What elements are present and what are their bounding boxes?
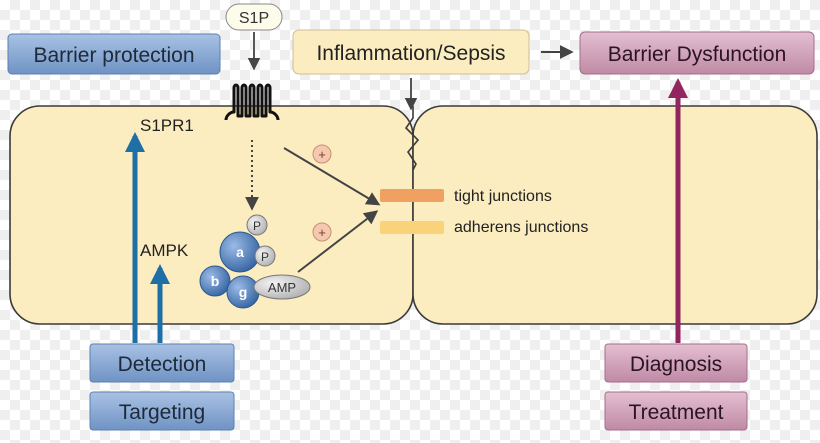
phospho-label-top: P (253, 219, 261, 233)
ampk-label: AMPK (140, 241, 189, 260)
phospho-label-bottom: P (261, 250, 269, 264)
membrane-break (404, 106, 420, 171)
detection-box (89, 343, 235, 383)
right-cell (412, 105, 818, 325)
s1pr1-label: S1PR1 (140, 116, 194, 135)
adherens-junction-bar (380, 221, 444, 234)
s1pr1-receptor-icon (224, 83, 280, 121)
ampk-subunit-b (199, 265, 231, 297)
plus-sign-bottom: + (318, 225, 326, 240)
targeting-box (89, 391, 235, 431)
adherens-junctions-label: adherens junctions (454, 219, 588, 236)
phospho-circle-top (246, 214, 268, 236)
barrier-protection-box (7, 33, 221, 75)
detection-label: Detection (118, 353, 207, 376)
s1p-label: S1P (239, 10, 269, 27)
ampk-to-junction-arrow (297, 210, 379, 273)
amp-ellipse (253, 274, 311, 300)
barrier-dysfunction-box (579, 31, 815, 75)
diagnosis-box (604, 343, 748, 383)
barrier-protection-label: Barrier protection (33, 44, 194, 67)
treatment-label: Treatment (629, 401, 724, 424)
amp-label: AMP (268, 280, 296, 295)
tight-junction-bar (380, 189, 444, 202)
subunit-b-label: b (211, 273, 220, 289)
receptor-to-junction-arrow (283, 147, 381, 206)
diagnosis-label: Diagnosis (630, 353, 722, 376)
targeting-label: Targeting (119, 401, 205, 424)
inflammation-sepsis-box (292, 29, 530, 75)
subunit-g-label: g (239, 284, 248, 300)
plus-circle-top (312, 144, 332, 164)
treatment-box (604, 391, 748, 431)
subunit-a-label: a (236, 244, 244, 260)
inflammation-sepsis-label: Inflammation/Sepsis (316, 42, 505, 65)
phospho-circle-bottom (254, 245, 276, 267)
s1p-pill (225, 3, 283, 31)
plus-sign-top: + (318, 147, 326, 162)
plus-circle-bottom (312, 222, 332, 242)
tight-junctions-label: tight junctions (454, 188, 552, 205)
barrier-dysfunction-label: Barrier Dysfunction (608, 43, 787, 66)
